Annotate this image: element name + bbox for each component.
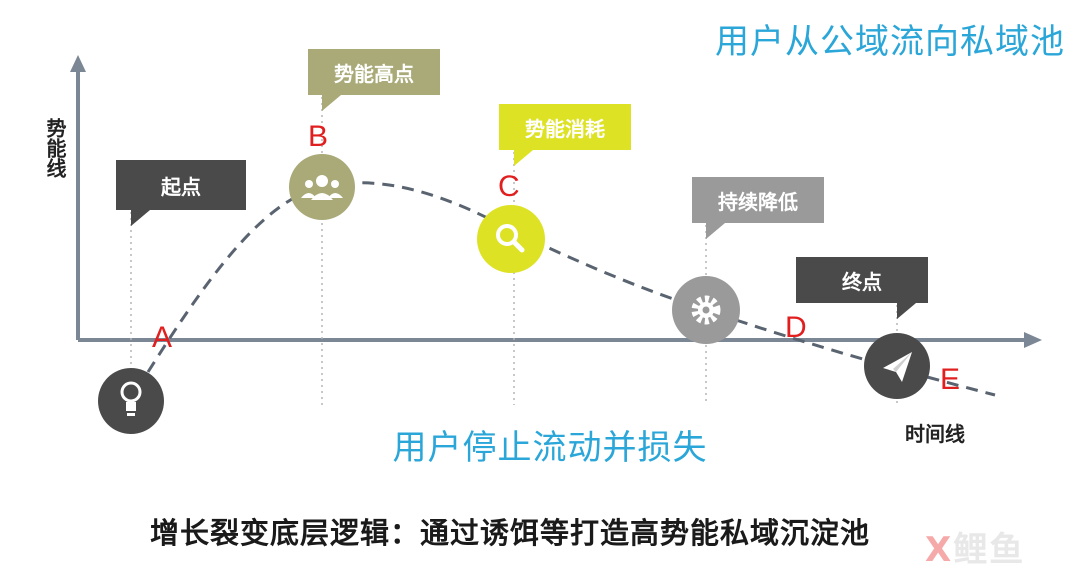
callout-tail-start <box>131 210 150 226</box>
callout-burn: 势能消耗 <box>499 104 631 150</box>
callout-start: 起点 <box>116 160 246 210</box>
callout-peak: 势能高点 <box>308 49 440 95</box>
callout-tail-decline <box>706 223 725 239</box>
point-label-c: C <box>498 170 520 203</box>
lightbulb-icon <box>98 368 164 434</box>
point-label-b: B <box>308 120 329 153</box>
search-icon <box>477 205 545 273</box>
title: 用户从公域流向私域池 <box>715 22 1065 62</box>
watermark-mark: X <box>925 530 954 570</box>
subtitle: 用户停止流动并损失 <box>392 428 708 468</box>
point-label-e: E <box>940 363 961 396</box>
x-axis-arrow-icon <box>1024 332 1042 348</box>
point-label-d: D <box>785 311 807 344</box>
callout-end: 终点 <box>796 257 928 303</box>
y-axis-label: 势能线 <box>43 118 67 178</box>
caption: 增长裂变底层逻辑：通过诱饵等打造高势能私域沉淀池 <box>150 516 871 550</box>
paper-plane-icon <box>864 333 930 399</box>
callout-decline: 持续降低 <box>692 177 824 223</box>
callout-tail-end <box>897 303 916 319</box>
gear-icon <box>672 276 740 344</box>
x-axis-label: 时间线 <box>905 422 965 446</box>
callout-tail-peak <box>322 95 341 111</box>
callout-tail-burn <box>514 150 533 166</box>
watermark-logo: X鲤鱼 <box>925 522 1075 571</box>
y-axis-arrow-icon <box>70 55 86 72</box>
users-icon <box>289 154 355 220</box>
watermark-text: 鲤鱼 <box>953 530 1026 570</box>
point-label-a: A <box>152 321 173 354</box>
